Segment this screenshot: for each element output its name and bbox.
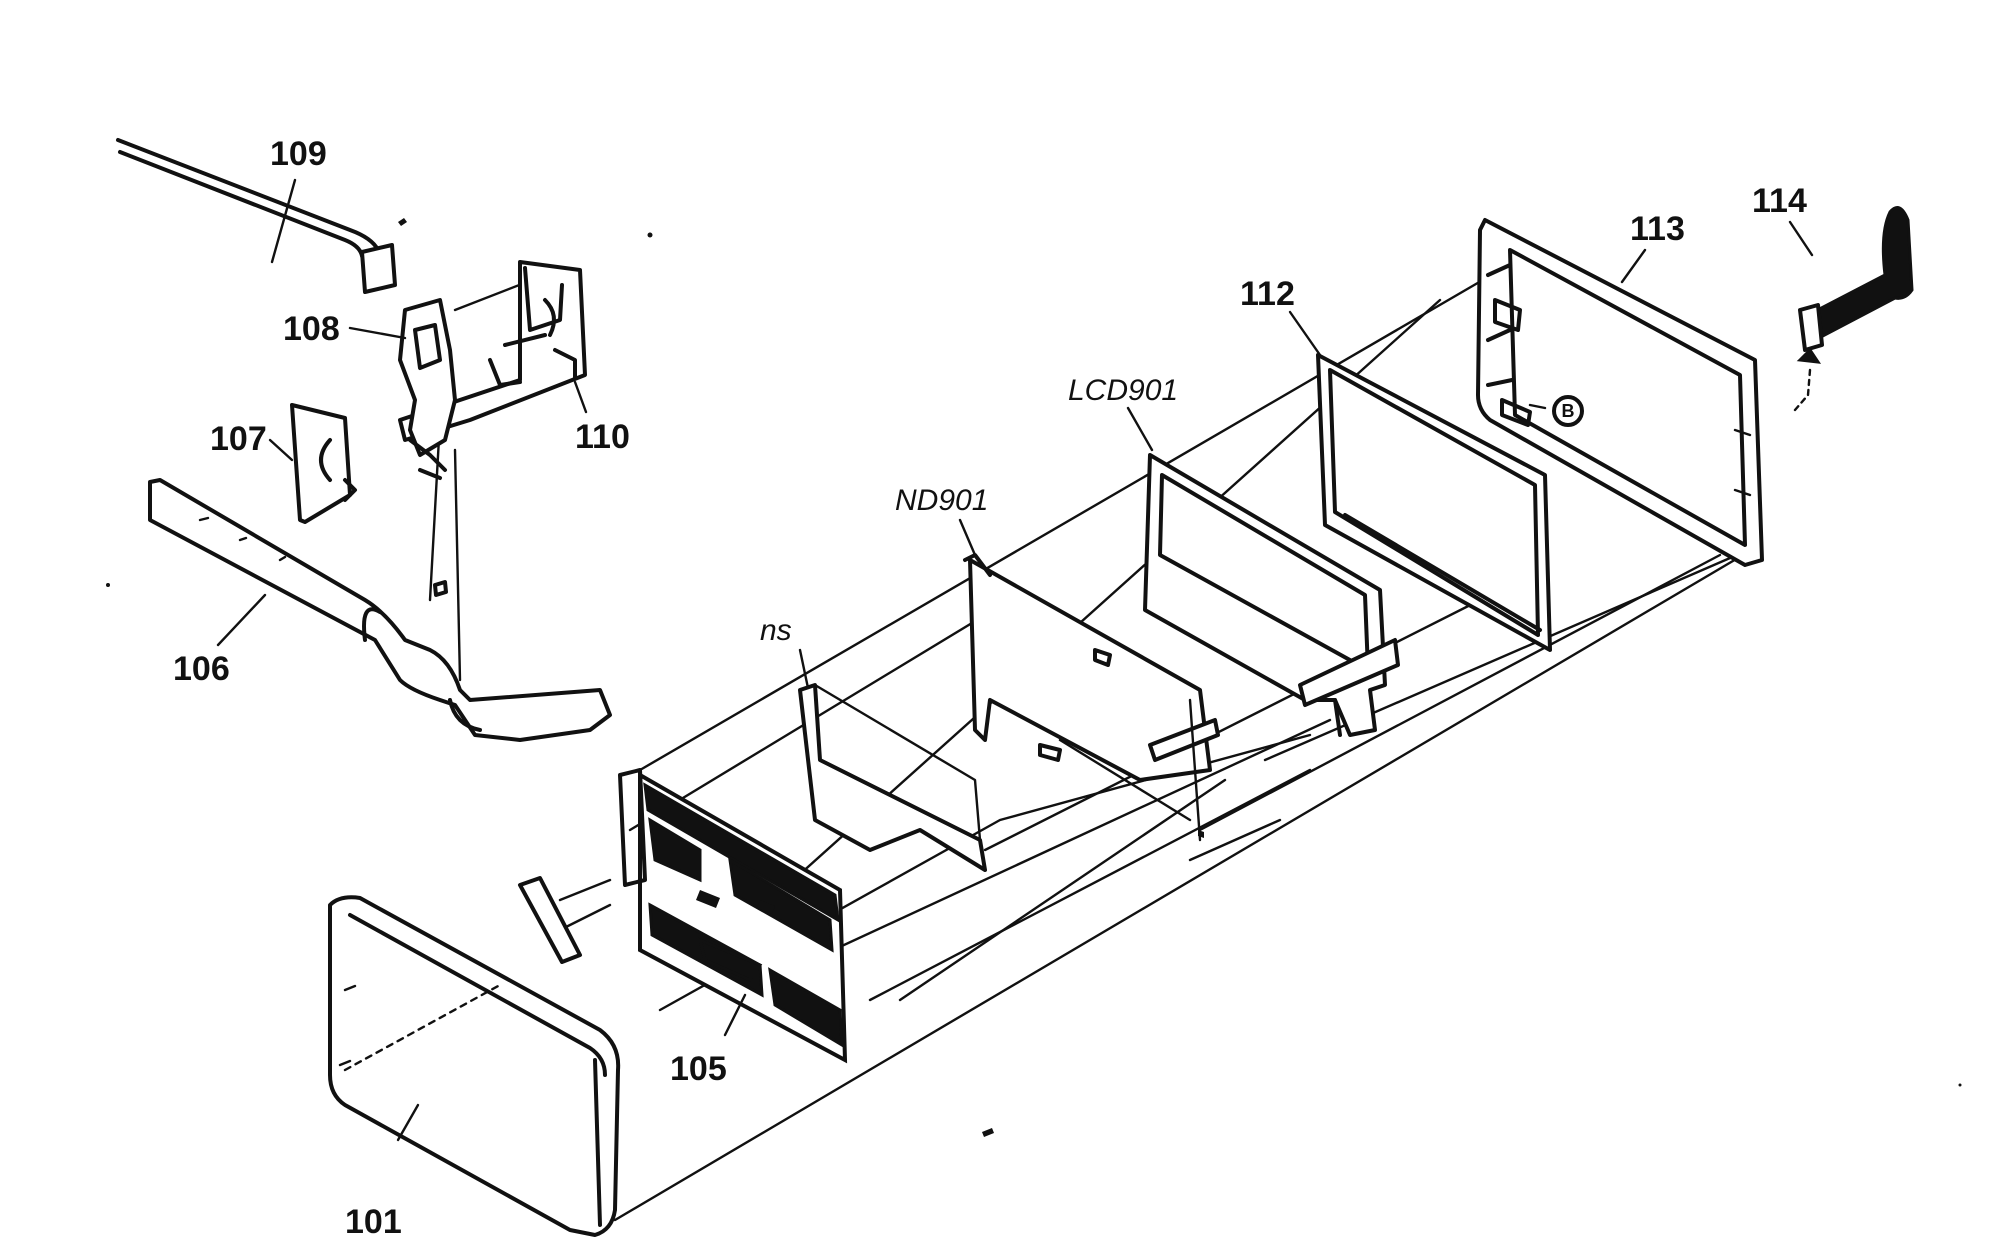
label-108: 108 [283, 310, 340, 348]
label-109: 109 [270, 135, 327, 173]
part-lcd901-panel [1143, 453, 1400, 737]
part-101-cabinet [328, 895, 621, 1237]
part-108-hinge [398, 298, 457, 480]
label-110: 110 [575, 418, 630, 456]
label-106: 106 [173, 650, 230, 688]
part-105-circuit-board [618, 768, 848, 1064]
part-ns-sheet [798, 683, 987, 872]
assembly-guide-lines [428, 268, 1762, 1222]
reference-labels: LCD901 ND901 ns [760, 374, 1178, 647]
part-nd901-sheet [963, 553, 1220, 842]
label-101: 101 [345, 1203, 402, 1241]
scan-specks [106, 232, 1962, 1137]
label-114: 114 [1752, 182, 1807, 220]
part-114-flex-cable [1793, 206, 1914, 412]
label-107: 107 [210, 420, 267, 458]
part-109-flex-cable [116, 138, 407, 294]
label-113: 113 [1630, 210, 1685, 248]
leader-lines [216, 178, 1814, 1142]
label-nd901: ND901 [895, 484, 988, 517]
part-labels: 109 108 107 110 106 105 101 112 113 114 [173, 135, 1807, 1241]
label-112: 112 [1240, 275, 1295, 313]
callout-marker: B [1562, 401, 1575, 421]
part-113-frame: B [1476, 218, 1764, 567]
label-105: 105 [670, 1050, 727, 1088]
part-112-frame [1316, 353, 1552, 652]
connector-strip [518, 876, 582, 964]
label-ns: ns [760, 614, 792, 647]
part-107-bracket [290, 403, 357, 524]
label-lcd901: LCD901 [1068, 374, 1178, 407]
part-106-flex-cable [148, 478, 612, 742]
